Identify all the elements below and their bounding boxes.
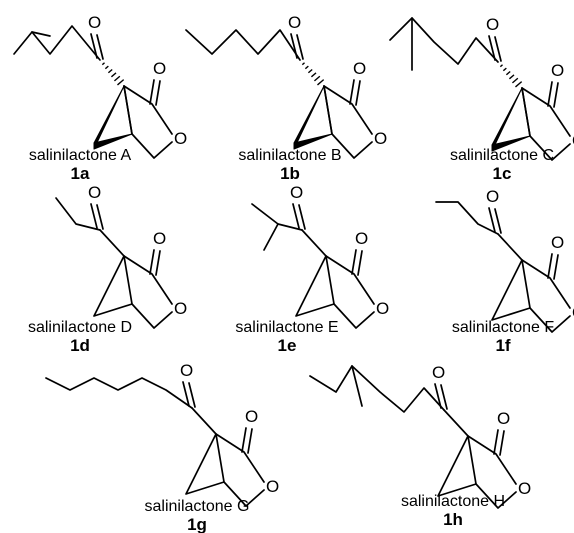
compound-name: salinilactone C: [450, 147, 554, 164]
compound-code: 1e: [278, 336, 297, 355]
ketone-oxygen-label: O: [180, 361, 193, 380]
compound-code: 1b: [280, 164, 300, 183]
compound-name: salinilactone H: [401, 493, 505, 510]
ring-oxygen-label: O: [174, 129, 187, 148]
lactone-carbonyl-oxygen-label: O: [551, 233, 564, 252]
compound-name: salinilactone B: [238, 147, 341, 164]
molecule-1h: O O O: [309, 363, 531, 509]
ring-oxygen-label: O: [174, 299, 187, 318]
compound-code: 1g: [187, 515, 207, 533]
compound-code: 1h: [443, 510, 463, 529]
ketone-oxygen-label: O: [432, 363, 445, 382]
ketone-oxygen-label: O: [290, 183, 303, 202]
lactone-carbonyl-oxygen-label: O: [497, 409, 510, 428]
ring-oxygen-label: O: [572, 131, 574, 150]
molecule-1b: O O O: [185, 13, 387, 159]
lactone-carbonyl-oxygen-label: O: [153, 59, 166, 78]
molecule-1f: O O O: [435, 187, 574, 333]
ring-oxygen-label: O: [518, 479, 531, 498]
ring-oxygen-label: O: [376, 299, 389, 318]
compound-name: salinilactone E: [235, 319, 338, 336]
compound-code: 1a: [71, 164, 90, 183]
compound-code: 1f: [495, 336, 510, 355]
ring-oxygen-label: O: [374, 129, 387, 148]
compound-name: salinilactone F: [452, 319, 555, 336]
ketone-oxygen-label: O: [288, 13, 301, 32]
molecule-1d: O O O: [55, 183, 187, 329]
lactone-carbonyl-oxygen-label: O: [353, 59, 366, 78]
ketone-oxygen-label: O: [486, 187, 499, 206]
lactone-carbonyl-oxygen-label: O: [551, 61, 564, 80]
compound-code: 1d: [70, 336, 90, 355]
molecule-1a: O O O: [13, 13, 187, 159]
compound-name: salinilactone G: [145, 498, 250, 515]
compound-name: salinilactone A: [29, 147, 132, 164]
lactone-carbonyl-oxygen-label: O: [355, 229, 368, 248]
molecule-1e: O O O: [251, 183, 389, 329]
ketone-oxygen-label: O: [486, 15, 499, 34]
molecule-1g: O O O: [45, 361, 279, 507]
lactone-carbonyl-oxygen-label: O: [153, 229, 166, 248]
molecule-1c: O O O: [389, 15, 574, 161]
compound-name: salinilactone D: [28, 319, 132, 336]
compound-code: 1c: [493, 164, 512, 183]
lactone-carbonyl-oxygen-label: O: [245, 407, 258, 426]
ketone-oxygen-label: O: [88, 13, 101, 32]
ring-oxygen-label: O: [266, 477, 279, 496]
ring-oxygen-label: O: [572, 303, 574, 322]
ketone-oxygen-label: O: [88, 183, 101, 202]
